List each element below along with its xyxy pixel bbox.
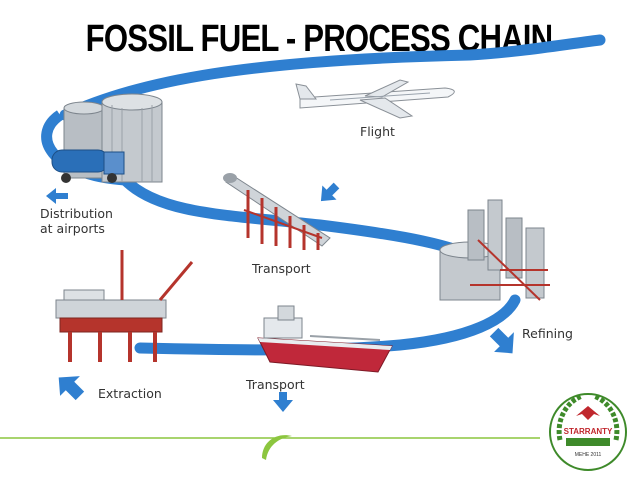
offshore-platform <box>55 250 194 362</box>
refining-arrow-icon <box>489 327 514 354</box>
fuel-truck <box>51 149 125 183</box>
distribution-arrow-icon <box>46 188 68 204</box>
airplane <box>295 79 455 119</box>
transport-up-arrow-icon <box>320 182 340 202</box>
label-extraction: Extraction <box>98 386 162 401</box>
label-distribution-line1: Distribution <box>40 206 113 221</box>
starranty-logo: STARRANTY MEHE 2011 <box>549 393 627 471</box>
tanker-ship <box>257 305 393 373</box>
logo-name: STARRANTY <box>564 427 613 436</box>
storage-tanks <box>63 93 163 183</box>
label-transport-pipeline: Transport <box>252 261 311 276</box>
label-transport-ship: Transport <box>246 377 305 392</box>
label-flight: Flight <box>360 124 395 139</box>
pipeline-structure <box>223 173 331 250</box>
refinery <box>439 199 550 301</box>
extraction-arrow-icon <box>58 376 85 401</box>
label-refining: Refining <box>522 326 573 341</box>
logo-tagline: MEHE 2011 <box>575 452 602 458</box>
leaf-icon <box>262 435 292 460</box>
transport-down-arrow-icon <box>273 392 293 412</box>
label-distribution-line2: at airports <box>40 221 105 236</box>
